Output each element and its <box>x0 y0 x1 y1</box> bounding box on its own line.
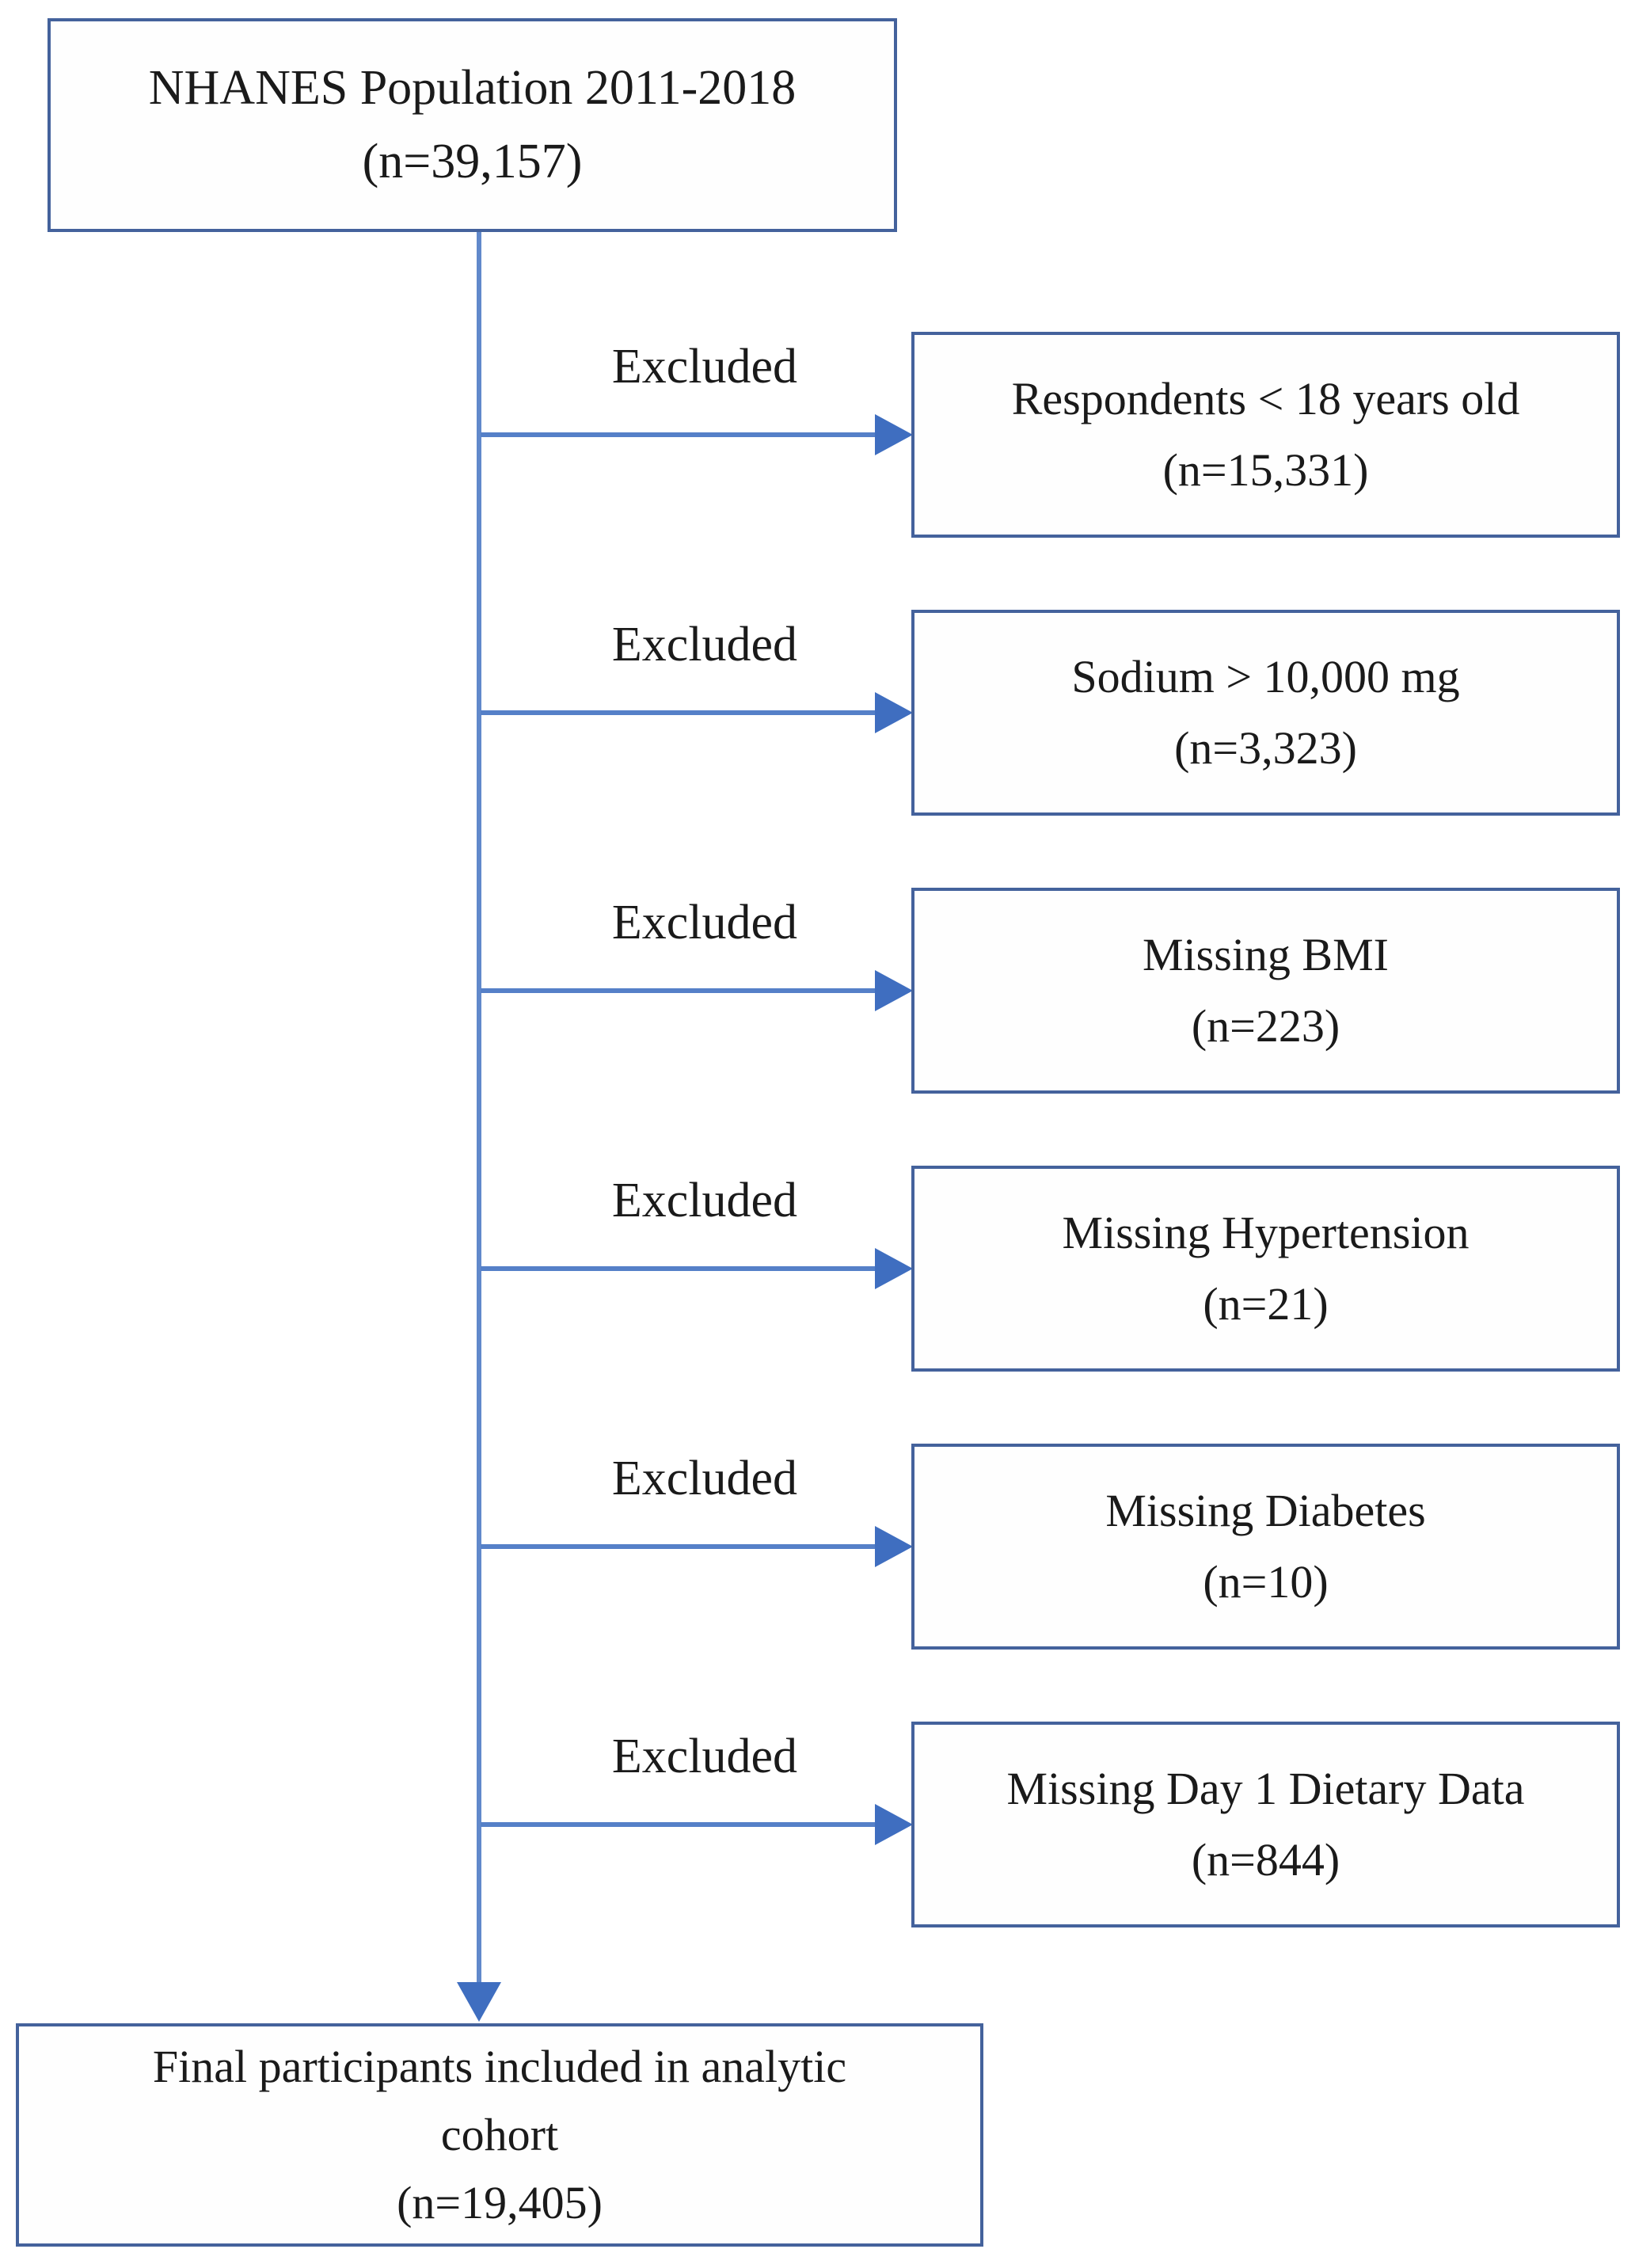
exclusion-box-1-count: (n=15,331) <box>1162 444 1369 496</box>
final-cohort-line2: cohort <box>440 2109 559 2161</box>
excluded-label-5: Excluded <box>611 1452 798 1505</box>
final-cohort-box: Final participants included in analytic … <box>16 2023 983 2247</box>
branch-line-2 <box>481 710 876 715</box>
exclusion-box-6: Missing Day 1 Dietary Data (n=844) <box>911 1722 1620 1927</box>
exclusion-box-3-count: (n=223) <box>1191 1000 1340 1052</box>
exclusion-box-1: Respondents < 18 years old (n=15,331) <box>911 332 1620 538</box>
exclusion-box-6-reason: Missing Day 1 Dietary Data <box>1006 1763 1525 1815</box>
exclusion-box-3-reason: Missing BMI <box>1142 929 1389 981</box>
excluded-label-3: Excluded <box>611 896 798 949</box>
main-flow-line <box>477 232 481 1984</box>
right-arrowhead-icon-6 <box>875 1804 913 1845</box>
exclusion-box-6-count: (n=844) <box>1191 1834 1340 1886</box>
branch-line-6 <box>481 1822 876 1827</box>
exclusion-box-4: Missing Hypertension (n=21) <box>911 1166 1620 1372</box>
exclusion-box-2-count: (n=3,323) <box>1174 722 1357 774</box>
population-box-count: (n=39,157) <box>362 135 583 188</box>
down-arrowhead-icon <box>457 1982 501 2022</box>
final-cohort-line1: Final participants included in analytic <box>152 2041 847 2093</box>
excluded-label-2: Excluded <box>611 618 798 672</box>
final-cohort-count: (n=19,405) <box>397 2176 603 2228</box>
exclusion-box-3: Missing BMI (n=223) <box>911 888 1620 1094</box>
exclusion-box-2: Sodium > 10,000 mg (n=3,323) <box>911 610 1620 816</box>
exclusion-box-4-reason: Missing Hypertension <box>1062 1207 1470 1259</box>
right-arrowhead-icon-3 <box>875 970 913 1011</box>
exclusion-box-5-count: (n=10) <box>1203 1556 1329 1608</box>
population-box-title: NHANES Population 2011-2018 <box>148 61 797 115</box>
right-arrowhead-icon-2 <box>875 692 913 733</box>
exclusion-box-5: Missing Diabetes (n=10) <box>911 1444 1620 1650</box>
exclusion-box-5-reason: Missing Diabetes <box>1105 1485 1426 1537</box>
right-arrowhead-icon-5 <box>875 1526 913 1567</box>
exclusion-box-1-reason: Respondents < 18 years old <box>1011 373 1520 425</box>
branch-line-5 <box>481 1544 876 1549</box>
branch-line-3 <box>481 988 876 993</box>
population-box: NHANES Population 2011-2018 (n=39,157) <box>48 18 897 232</box>
right-arrowhead-icon-4 <box>875 1248 913 1289</box>
excluded-label-6: Excluded <box>611 1730 798 1783</box>
branch-line-4 <box>481 1266 876 1271</box>
exclusion-box-2-reason: Sodium > 10,000 mg <box>1071 651 1460 703</box>
branch-line-1 <box>481 432 876 437</box>
excluded-label-4: Excluded <box>611 1174 798 1227</box>
exclusion-box-4-count: (n=21) <box>1203 1278 1329 1330</box>
excluded-label-1: Excluded <box>611 340 798 394</box>
right-arrowhead-icon-1 <box>875 414 913 455</box>
